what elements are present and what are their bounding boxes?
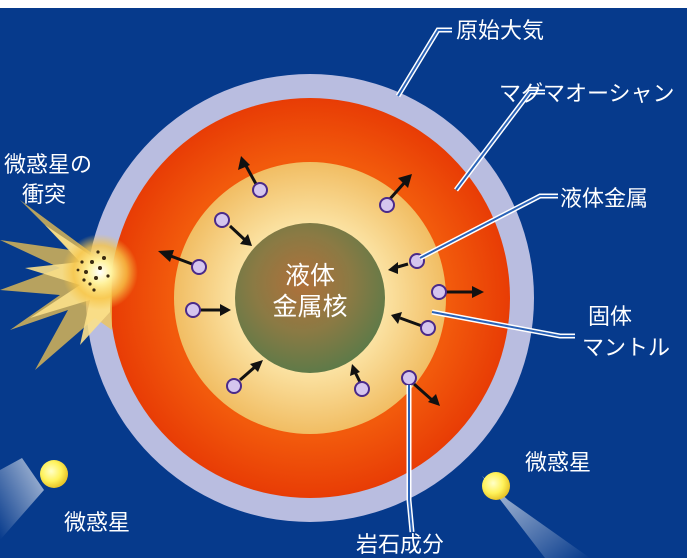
label-planetesimal-impact-line1: 微惑星の: [4, 153, 92, 178]
particle-7: [185, 302, 231, 318]
label-core-line1: 液体: [285, 261, 335, 290]
particle-10: [350, 364, 370, 397]
label-magma-ocean: マグマオーシャン: [499, 82, 675, 107]
label-liquid-metal: 液体金属: [560, 187, 648, 212]
planetesimal-left-object: [0, 458, 68, 540]
label-core-line2: 金属核: [272, 292, 347, 321]
liquid-metal-core: [235, 223, 385, 373]
particle-5: [388, 253, 425, 274]
leader-lines: [395, 27, 575, 533]
label-planetesimal-right: 微惑星: [525, 451, 591, 476]
label-planetesimal-left: 微惑星: [64, 511, 130, 536]
label-primordial-atmosphere: 原始大気: [456, 19, 544, 44]
rock-particles: [158, 156, 484, 406]
particle-11: [401, 370, 440, 406]
top-border: [0, 0, 687, 8]
particle-3: [214, 212, 252, 246]
particle-2: [379, 174, 412, 213]
planetesimal-left-icon: [40, 460, 68, 488]
planetesimal-right-icon: [482, 472, 510, 500]
label-rock-component: 岩石成分: [356, 533, 444, 558]
planetesimal-right-object: [482, 472, 590, 558]
particle-6: [431, 284, 484, 300]
label-solid-mantle-line1: 固体: [588, 305, 632, 330]
impact-burst: [0, 200, 138, 370]
label-solid-mantle-line2: マントル: [582, 336, 670, 361]
particle-4: [158, 250, 207, 275]
particle-9: [226, 360, 263, 394]
label-planetesimal-impact-line2: 衝突: [22, 183, 66, 208]
particle-1: [238, 156, 268, 198]
particle-8: [391, 312, 436, 336]
